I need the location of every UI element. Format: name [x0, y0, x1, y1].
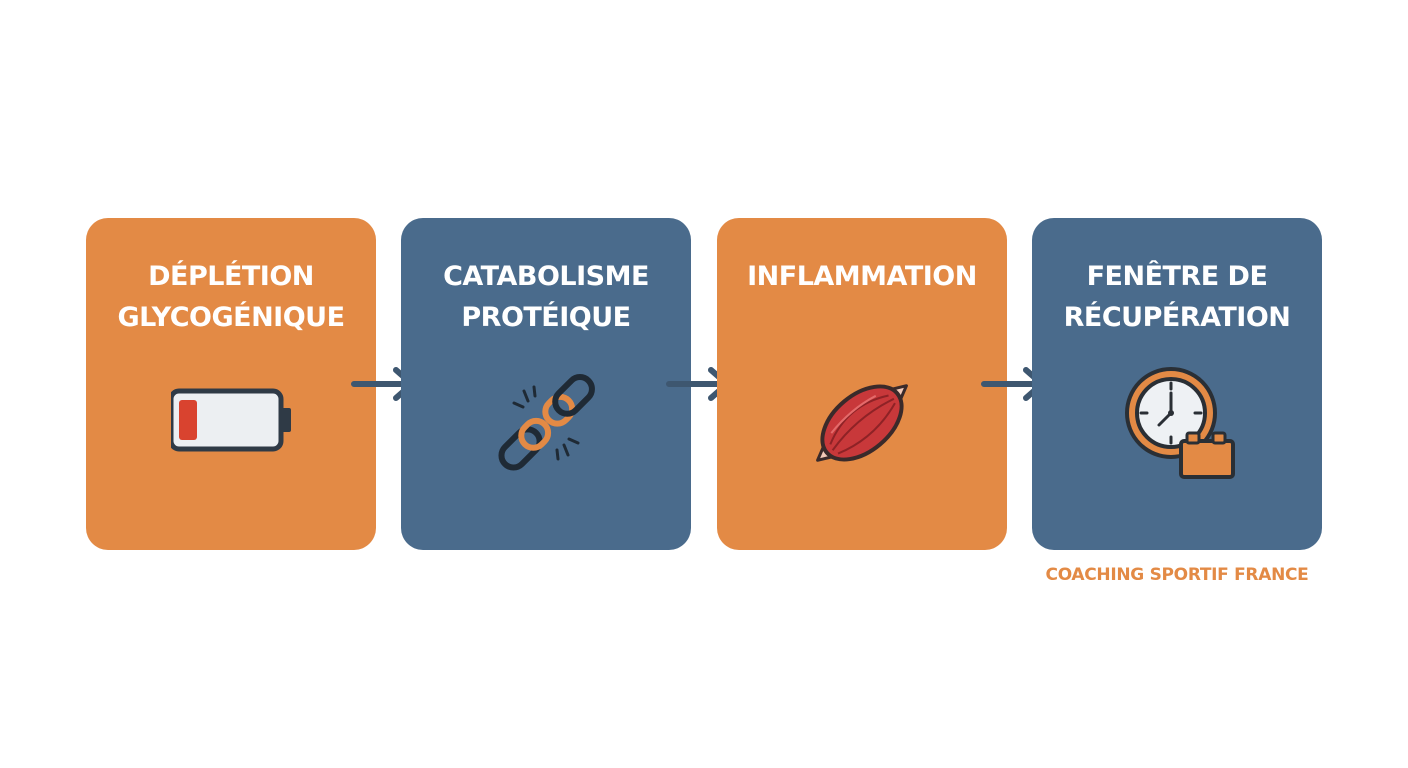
- step-card-recovery: FENÊTRE DE RÉCUPÉRATION: [1032, 218, 1322, 550]
- broken-chain-icon: [486, 363, 606, 483]
- step-card-catabolism: CATABOLISME PROTÉIQUE: [401, 218, 691, 550]
- step-title: INFLAMMATION: [747, 261, 977, 292]
- step-card-inflammation: INFLAMMATION: [717, 218, 1007, 550]
- low-battery-icon: [171, 363, 291, 483]
- muscle-icon: [802, 363, 922, 483]
- clock-icon: [1117, 363, 1237, 483]
- brand-label: COACHING SPORTIF FRANCE: [1045, 565, 1309, 585]
- step-title: FENÊTRE DE RÉCUPÉRATION: [1063, 261, 1291, 333]
- step-title: DÉPLÉTION GLYCOGÉNIQUE: [117, 261, 345, 333]
- step-title: CATABOLISME PROTÉIQUE: [443, 261, 649, 333]
- step-card-depletion: DÉPLÉTION GLYCOGÉNIQUE: [86, 218, 376, 550]
